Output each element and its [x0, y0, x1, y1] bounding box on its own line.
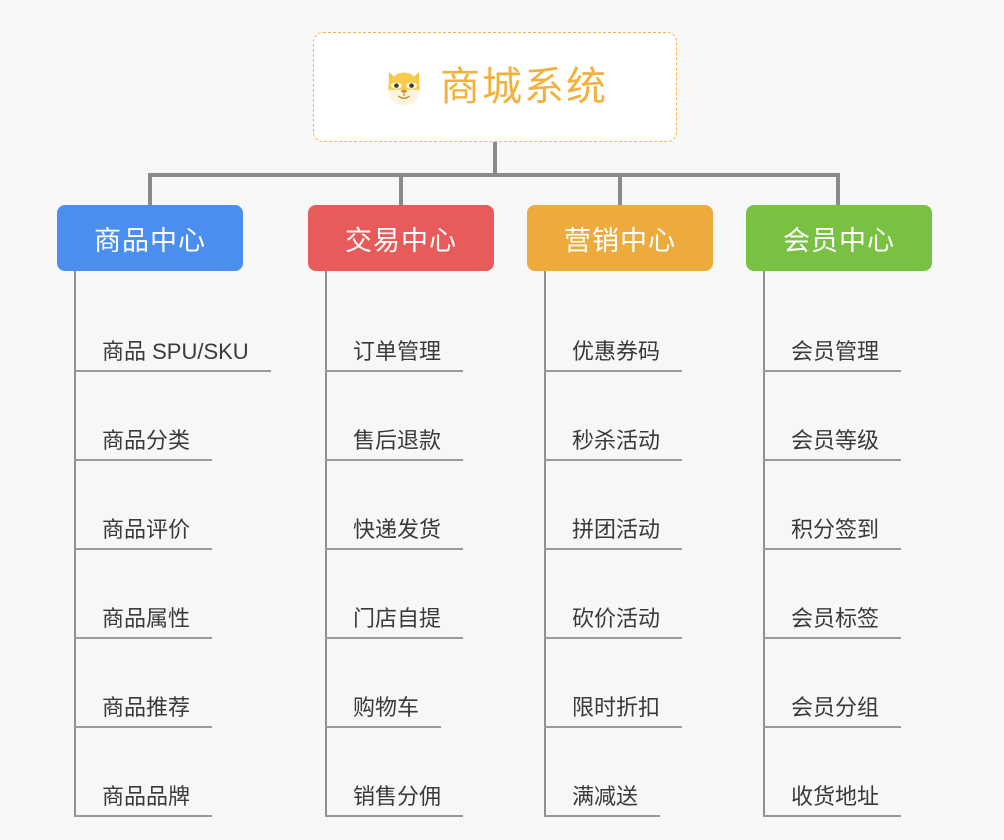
list-item[interactable]: 商品推荐 [57, 639, 271, 728]
list-item[interactable]: 限时折扣 [527, 639, 713, 728]
list-item[interactable]: 会员管理 [746, 283, 932, 372]
list-item-label: 满减送 [544, 784, 661, 817]
list-item[interactable]: 售后退款 [308, 372, 494, 461]
list-item[interactable]: 商品属性 [57, 550, 271, 639]
connector-drop-3 [618, 173, 622, 207]
list-item[interactable]: 砍价活动 [527, 550, 713, 639]
list-item-label: 优惠券码 [544, 339, 683, 372]
child-list-product-center: 商品 SPU/SKU 商品分类 商品评价 商品属性 商品推荐 商品品牌 [57, 271, 271, 817]
list-item[interactable]: 会员分组 [746, 639, 932, 728]
list-item-label: 销售分佣 [325, 784, 464, 817]
list-item-label: 秒杀活动 [544, 428, 683, 461]
list-item-label: 会员等级 [763, 428, 902, 461]
branch-spine [763, 271, 765, 817]
list-item-label: 商品推荐 [74, 695, 213, 728]
branch-spine [325, 271, 327, 817]
list-item[interactable]: 商品品牌 [57, 728, 271, 817]
list-item-label: 商品评价 [74, 517, 213, 550]
root-node-card[interactable]: 商城系统 [313, 32, 677, 142]
list-item-label: 会员管理 [763, 339, 902, 372]
connector-trunk [493, 142, 497, 175]
category-label: 会员中心 [783, 225, 895, 256]
root-title: 商城系统 [440, 65, 608, 109]
category-box-product-center[interactable]: 商品中心 [57, 205, 243, 271]
category-label: 商品中心 [94, 225, 206, 256]
branch-column-trade-center: 交易中心 订单管理 售后退款 快递发货 门店自提 购物车 销售分佣 [308, 205, 494, 817]
list-item-label: 商品属性 [74, 606, 213, 639]
list-item[interactable]: 商品 SPU/SKU [57, 283, 271, 372]
list-item-label: 门店自提 [325, 606, 464, 639]
list-item-label: 会员分组 [763, 695, 902, 728]
list-item-label: 售后退款 [325, 428, 464, 461]
dog-face-icon [382, 65, 426, 109]
list-item[interactable]: 商品评价 [57, 461, 271, 550]
list-item-label: 拼团活动 [544, 517, 683, 550]
branch-column-product-center: 商品中心 商品 SPU/SKU 商品分类 商品评价 商品属性 商品推荐 商品品牌 [57, 205, 271, 817]
connector-drop-2 [399, 173, 403, 207]
category-label: 交易中心 [345, 225, 457, 256]
branch-column-marketing-center: 营销中心 优惠券码 秒杀活动 拼团活动 砍价活动 限时折扣 满减送 [527, 205, 713, 817]
connector-drop-4 [836, 173, 840, 207]
connector-bus [148, 173, 840, 177]
child-list-marketing-center: 优惠券码 秒杀活动 拼团活动 砍价活动 限时折扣 满减送 [527, 271, 713, 817]
branch-spine [74, 271, 76, 817]
list-item[interactable]: 商品分类 [57, 372, 271, 461]
connector-drop-1 [148, 173, 152, 207]
list-item[interactable]: 快递发货 [308, 461, 494, 550]
list-item[interactable]: 收货地址 [746, 728, 932, 817]
category-box-member-center[interactable]: 会员中心 [746, 205, 932, 271]
list-item[interactable]: 满减送 [527, 728, 713, 817]
list-item[interactable]: 拼团活动 [527, 461, 713, 550]
list-item[interactable]: 秒杀活动 [527, 372, 713, 461]
list-item-label: 订单管理 [325, 339, 464, 372]
list-item-label: 收货地址 [763, 784, 902, 817]
child-list-trade-center: 订单管理 售后退款 快递发货 门店自提 购物车 销售分佣 [308, 271, 494, 817]
branch-column-member-center: 会员中心 会员管理 会员等级 积分签到 会员标签 会员分组 收货地址 [746, 205, 932, 817]
list-item-label: 快递发货 [325, 517, 464, 550]
branch-spine [544, 271, 546, 817]
list-item[interactable]: 优惠券码 [527, 283, 713, 372]
category-label: 营销中心 [564, 225, 676, 256]
category-box-trade-center[interactable]: 交易中心 [308, 205, 494, 271]
category-box-marketing-center[interactable]: 营销中心 [527, 205, 713, 271]
list-item-label: 商品 SPU/SKU [74, 339, 271, 372]
list-item[interactable]: 销售分佣 [308, 728, 494, 817]
child-list-member-center: 会员管理 会员等级 积分签到 会员标签 会员分组 收货地址 [746, 271, 932, 817]
list-item[interactable]: 购物车 [308, 639, 494, 728]
list-item-label: 商品分类 [74, 428, 213, 461]
list-item[interactable]: 会员等级 [746, 372, 932, 461]
list-item-label: 限时折扣 [544, 695, 683, 728]
list-item[interactable]: 积分签到 [746, 461, 932, 550]
list-item-label: 会员标签 [763, 606, 902, 639]
list-item-label: 积分签到 [763, 517, 902, 550]
list-item[interactable]: 会员标签 [746, 550, 932, 639]
list-item-label: 商品品牌 [74, 784, 213, 817]
list-item-label: 购物车 [325, 695, 442, 728]
list-item[interactable]: 门店自提 [308, 550, 494, 639]
list-item[interactable]: 订单管理 [308, 283, 494, 372]
list-item-label: 砍价活动 [544, 606, 683, 639]
